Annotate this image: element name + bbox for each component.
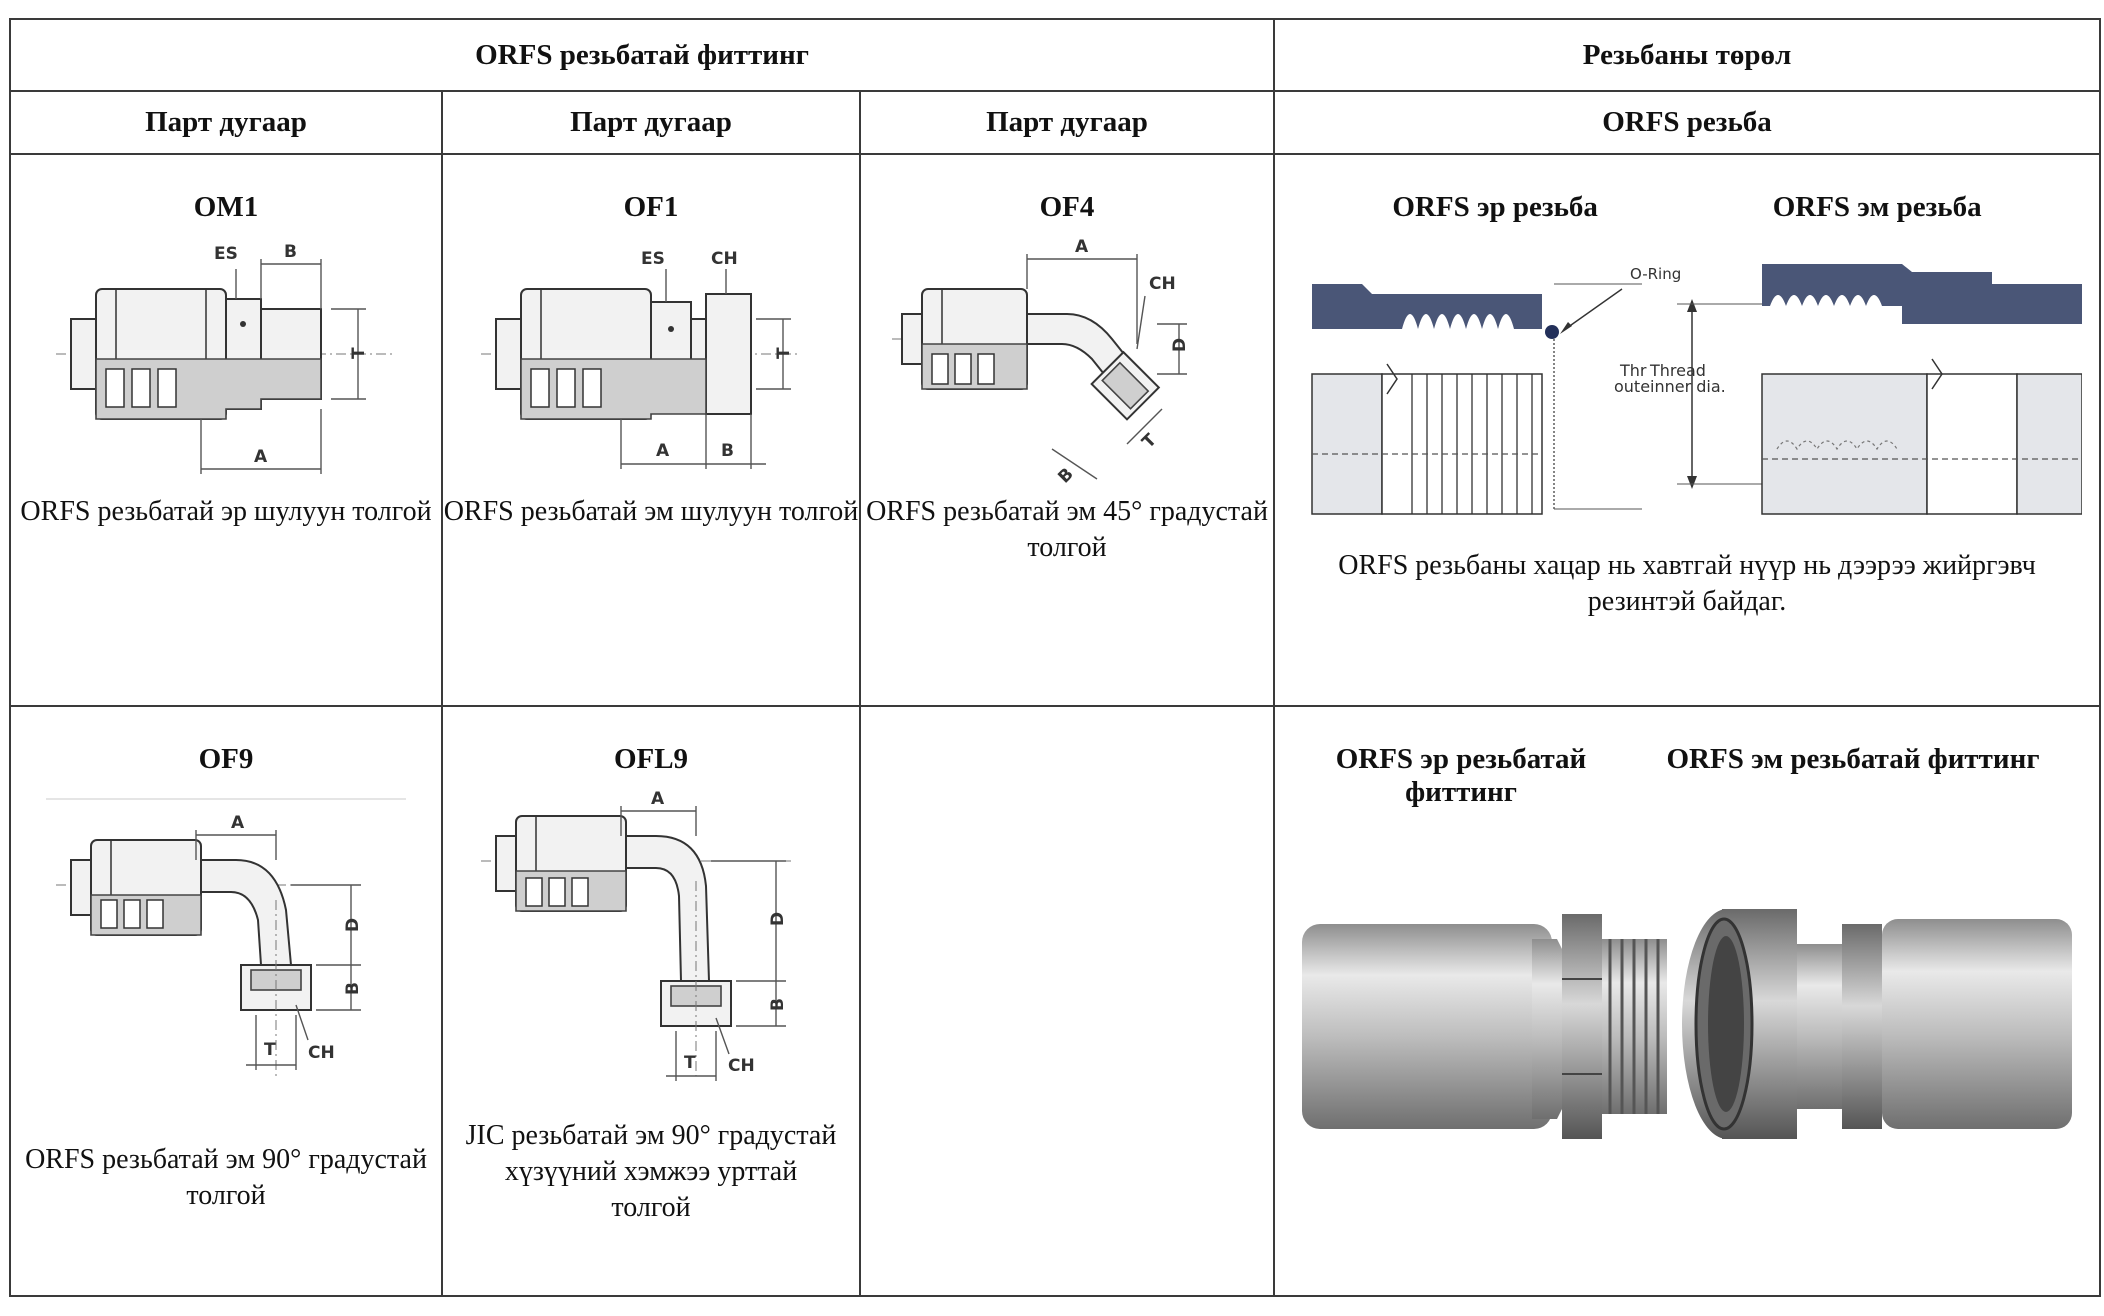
- column-header-part-number-2: Парт дугаар: [441, 90, 861, 155]
- dim-label-d: D: [1170, 338, 1190, 352]
- part-description: ORFS резьбатай эм шулуун толгой: [443, 496, 859, 527]
- part-code: OM1: [193, 191, 259, 223]
- om1-drawing: ES B T A: [56, 242, 396, 474]
- cell-of1: OF1 ES CH T: [441, 153, 861, 707]
- thread-description: ORFS резьбаны хацар нь хавтгай нүүр нь д…: [1338, 550, 2036, 617]
- cell-thread-info: ORFS эр резьба ORFS эм резьба: [1273, 153, 2101, 707]
- dim-label-b: B: [721, 441, 734, 461]
- dim-label-t: T: [774, 347, 794, 359]
- dim-label-es: ES: [641, 249, 665, 269]
- dim-label-es: ES: [214, 244, 238, 264]
- column-header-part-number-1: Парт дугаар: [9, 90, 443, 155]
- dim-label-ch: CH: [711, 249, 738, 269]
- inner-label-2: inner dia.: [1650, 377, 1726, 396]
- female-fitting-title: ORFS эм резьбатай фиттинг: [1666, 743, 2040, 775]
- cell-om1: OM1 ES B T: [9, 153, 443, 707]
- female-thread-title: ORFS эм резьба: [1772, 191, 1982, 223]
- cell-empty: [859, 705, 1275, 1297]
- dim-label-d: D: [768, 912, 788, 926]
- part-description: ORFS резьбатай эм 90° градустай толгой: [25, 1144, 427, 1211]
- dim-label-a: A: [1075, 237, 1089, 257]
- dim-label-a: A: [651, 789, 665, 809]
- dim-label-ch: CH: [1149, 274, 1176, 294]
- part-code: OF1: [623, 191, 679, 223]
- group-header-thread-type: Резьбаны төрөл: [1273, 18, 2101, 92]
- dim-label-a: A: [231, 813, 245, 833]
- part-code: OFL9: [613, 743, 689, 775]
- thread-profile-drawing: O-Ring Thr oute Thread inner dia.: [1311, 264, 2082, 515]
- oring-label: O-Ring: [1630, 265, 1681, 283]
- dim-label-d: D: [343, 918, 363, 932]
- male-thread-title: ORFS эр резьба: [1392, 191, 1598, 223]
- fittings-photo-illustration: [1302, 909, 2072, 1139]
- dim-label-ch: CH: [728, 1056, 755, 1076]
- male-fitting-title: ORFS эр резьбатай фиттинг: [1335, 743, 1587, 808]
- dim-label-ch: CH: [308, 1043, 335, 1063]
- ofl9-drawing: A D B T CH: [481, 789, 791, 1081]
- dim-label-b: B: [768, 998, 788, 1011]
- part-code: OF9: [198, 743, 254, 775]
- part-description: JIC резьбатай эм 90° градустай хүзүүний …: [465, 1120, 837, 1223]
- part-description: ORFS резьбатай эм 45° градустай толгой: [866, 496, 1268, 563]
- of1-drawing: ES CH T A B: [481, 249, 801, 469]
- cell-ofl9: OFL9 A D B: [441, 705, 861, 1297]
- dim-label-b: B: [284, 242, 297, 262]
- dim-label-t: T: [684, 1053, 696, 1073]
- outer-label-1: Thr: [1619, 361, 1647, 380]
- dim-label-t: T: [264, 1040, 276, 1060]
- cell-of9: OF9 A D B: [9, 705, 443, 1297]
- part-code: OF4: [1039, 191, 1095, 223]
- dim-label-a: A: [254, 447, 268, 467]
- outer-label-2: oute: [1614, 377, 1650, 396]
- orfs-fittings-table: ORFS резьбатай фиттинг Резьбаны төрөл Па…: [9, 18, 2101, 1297]
- column-header-orfs-thread: ORFS резьба: [1273, 90, 2101, 155]
- dim-label-b: B: [343, 982, 363, 995]
- dim-label-a: A: [656, 441, 670, 461]
- cell-of4: OF4 A CH: [859, 153, 1275, 707]
- dim-label-t: T: [349, 347, 369, 359]
- of4-drawing: A CH D T B: [892, 237, 1190, 484]
- part-description: ORFS резьбатай эр шулуун толгой: [20, 496, 432, 527]
- group-header-fittings: ORFS резьбатай фиттинг: [9, 18, 1275, 92]
- of9-drawing: A D B T CH: [56, 813, 363, 1080]
- column-header-part-number-3: Парт дугаар: [859, 90, 1275, 155]
- dim-label-b: B: [1054, 464, 1077, 484]
- dim-label-t: T: [1138, 430, 1161, 453]
- cell-fittings-photos: ORFS эр резьбатай фиттинг ORFS эм резьба…: [1273, 705, 2101, 1297]
